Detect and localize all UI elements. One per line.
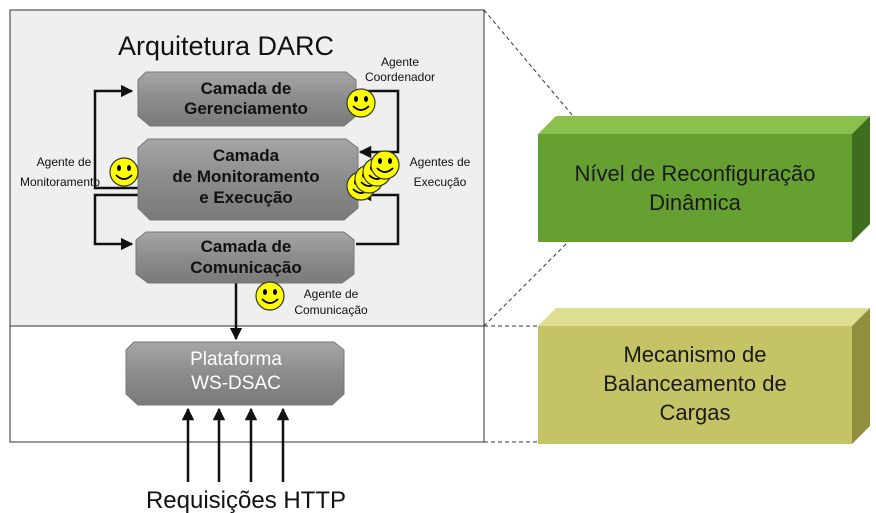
level-reconfiguracao: Nível de Reconfiguração Dinâmica bbox=[538, 116, 870, 242]
layer-plataforma-line2: WS-DSAC bbox=[191, 373, 281, 394]
agent-execucao-line1: Agentes de bbox=[410, 155, 471, 169]
smiley-icon bbox=[109, 157, 139, 187]
smiley-icon bbox=[370, 150, 400, 180]
level-reconfiguracao-line2: Dinâmica bbox=[649, 190, 741, 215]
layer-monitoramento: Camada de Monitoramento e Execução bbox=[137, 138, 359, 221]
agent-comunicacao-label: Agente de Comunicação bbox=[294, 287, 368, 317]
layer-plataforma: Plataforma WS-DSAC bbox=[125, 341, 345, 406]
diagram-title: Arquitetura DARC bbox=[118, 31, 334, 61]
level-balanceamento: Mecanismo de Balanceamento de Cargas bbox=[538, 308, 870, 444]
agent-monitoramento-line2: Monitoramento bbox=[20, 175, 100, 189]
agent-coordenador-label: Agente Coordenador bbox=[365, 55, 435, 84]
agent-comunicacao-line1: Agente de bbox=[304, 287, 359, 301]
smiley-icon bbox=[346, 88, 376, 118]
agent-execucao-line2: Execução bbox=[414, 175, 467, 189]
layer-monitoramento-line1: Camada bbox=[213, 146, 280, 165]
level-balanceamento-line1: Mecanismo de bbox=[623, 342, 766, 367]
agent-coordenador-line1: Agente bbox=[381, 55, 419, 69]
layer-monitoramento-line2: de Monitoramento bbox=[172, 167, 319, 186]
level-balanceamento-line2: Balanceamento de bbox=[603, 371, 786, 396]
layer-plataforma-line1: Plataforma bbox=[190, 349, 282, 370]
layer-gerenciamento-line2: Gerenciamento bbox=[184, 99, 308, 118]
agent-comunicacao-line2: Comunicação bbox=[294, 303, 368, 317]
level-reconfiguracao-line1: Nível de Reconfiguração bbox=[575, 161, 816, 186]
smiley-icon bbox=[255, 281, 285, 311]
layer-gerenciamento: Camada de Gerenciamento bbox=[137, 71, 357, 127]
requests-label: Requisições HTTP bbox=[146, 487, 346, 513]
layer-gerenciamento-line1: Camada de bbox=[201, 79, 292, 98]
http-request-arrows bbox=[181, 407, 290, 482]
agent-coordenador-line2: Coordenador bbox=[365, 70, 435, 84]
level-balanceamento-line3: Cargas bbox=[660, 400, 731, 425]
agent-execucao-label: Agentes de Execução bbox=[410, 155, 471, 189]
agent-monitoramento-label: Agente de Monitoramento bbox=[20, 155, 100, 189]
layer-comunicacao-line1: Camada de bbox=[201, 237, 292, 256]
projection-lines bbox=[483, 9, 579, 443]
layer-comunicacao: Camada de Comunicação bbox=[135, 231, 355, 284]
layer-monitoramento-line3: e Execução bbox=[199, 188, 293, 207]
agent-monitoramento-line1: Agente de bbox=[37, 155, 92, 169]
layer-comunicacao-line2: Comunicação bbox=[190, 258, 301, 277]
